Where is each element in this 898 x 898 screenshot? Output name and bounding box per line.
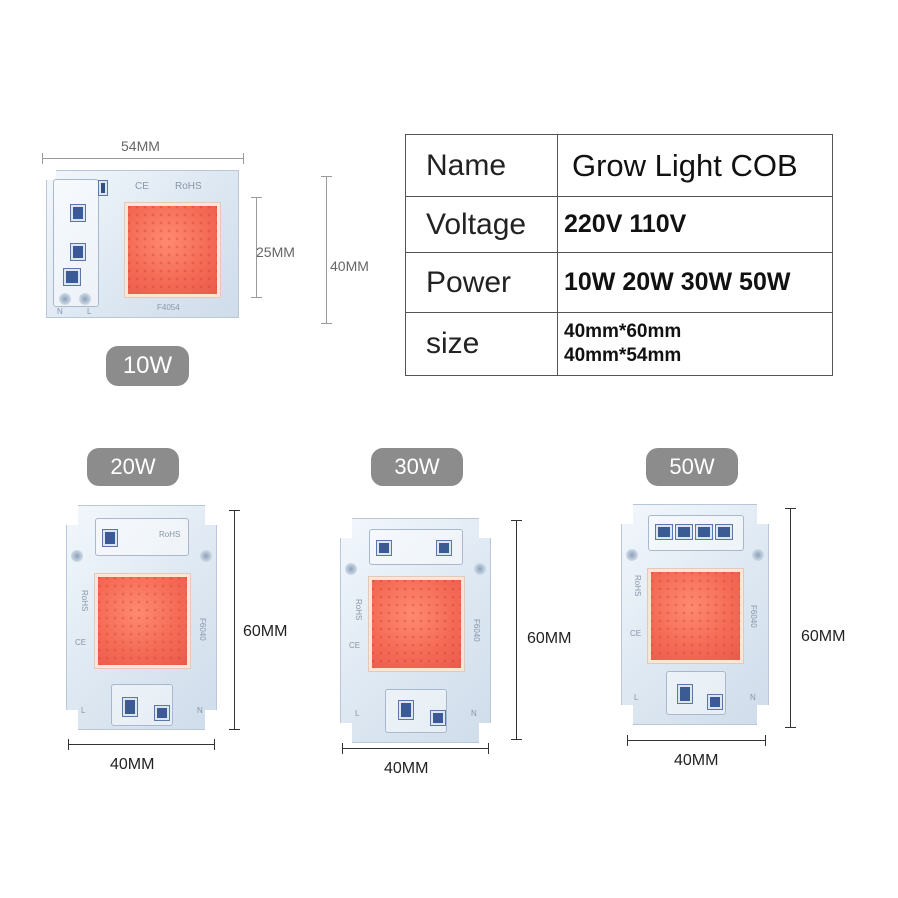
led-chip-50w [648,569,743,663]
width-line-50w [627,735,766,746]
rohs-mark: RoHS [159,530,181,539]
spec-value: 40mm*60mm 40mm*54mm [557,312,833,376]
capacitor [431,711,445,725]
rohs-side-mark: RoHS [354,599,363,621]
top-pad [95,518,189,556]
rectifier [399,701,413,719]
mount-hole [345,563,357,575]
spec-label: Voltage [405,196,558,253]
top-chip-height-line [251,197,262,298]
terminal-n-label: N [471,709,477,718]
spec-table: Name Grow Light COB Voltage 220V 110V Po… [405,134,833,376]
top-height-label: 40MM [330,258,369,274]
badge-30w: 30W [371,448,463,486]
width-line-30w [342,743,489,754]
driver-chip-1 [71,205,85,221]
driver-chip [676,525,692,539]
spec-value: 10W 20W 30W 50W [557,252,833,313]
driver-chip [696,525,712,539]
spec-row-voltage: Voltage 220V 110V [405,196,833,253]
top-height-line [321,176,332,324]
terminal-n-label: N [197,706,203,715]
cob-board-30w: RoHS F6040 CE L N [340,518,491,743]
rectifier [123,698,137,716]
led-chip-20w [95,574,190,668]
terminal-l [79,293,91,305]
led-chip-30w [369,577,464,671]
spec-label: size [405,312,558,376]
height-label-50w: 60MM [801,628,846,645]
mount-hole [71,550,83,562]
driver-chip [377,541,391,555]
width-label-20w: 40MM [110,756,155,773]
rohs-mark: RoHS [175,181,202,192]
terminal-n [59,293,71,305]
cob-board-50w: RoHS F6040 CE L N [621,504,769,725]
spec-row-size: size 40mm*60mm 40mm*54mm [405,312,833,376]
spec-value: Grow Light COB [557,134,833,197]
led-chip-10w [125,203,220,297]
capacitor [99,181,107,195]
terminal-l-label: L [87,307,92,316]
badge-20w: 20W [87,448,179,486]
top-width-dimension-line [42,153,244,164]
driver-chip [103,530,117,546]
badge-10w: 10W [106,346,189,386]
capacitor [708,695,722,709]
terminal-n-label: N [750,693,756,702]
ce-mark: CE [75,638,87,647]
top-chip-height-label: 25MM [256,244,295,260]
cob-board-10w: N L CE RoHS F4054 [46,170,239,318]
driver-chip [437,541,451,555]
ce-mark: CE [630,629,642,638]
mount-hole [626,549,638,561]
height-line-20w [229,510,240,730]
rohs-side-mark: RoHS [633,575,642,597]
width-line-20w [68,739,215,750]
width-label-30w: 40MM [384,760,429,777]
spec-value: 220V 110V [557,196,833,253]
mount-hole [752,549,764,561]
capacitor [155,706,169,720]
top-width-label: 54MM [121,138,160,154]
model-mark: F6040 [472,619,481,642]
size-value-1: 40mm*60mm [564,321,682,342]
width-label-50w: 40MM [674,752,719,769]
spec-label: Name [405,134,558,197]
height-line-30w [511,520,522,740]
badge-50w: 50W [646,448,738,486]
model-mark: F6040 [749,605,758,628]
height-line-50w [785,508,796,728]
ce-mark: CE [349,641,361,650]
terminal-l-label: L [81,706,86,715]
height-label-30w: 60MM [527,630,572,647]
spec-row-name: Name Grow Light COB [405,134,833,197]
spec-label: Power [405,252,558,313]
driver-chip [656,525,672,539]
spec-row-power: Power 10W 20W 30W 50W [405,252,833,313]
driver-chip-3 [64,269,80,285]
driver-chip [716,525,732,539]
mount-hole [200,550,212,562]
height-label-20w: 60MM [243,623,288,640]
ce-mark: CE [135,181,149,192]
size-value-2: 40mm*54mm [564,345,682,366]
model-mark: F6040 [198,618,207,641]
terminal-n-label: N [57,307,63,316]
cob-board-20w: RoHS RoHS F6040 CE L N [66,505,217,730]
rohs-side-mark: RoHS [80,590,89,612]
component-area [53,179,99,307]
terminal-l-label: L [355,709,360,718]
driver-chip-2 [71,244,85,260]
mount-hole [474,563,486,575]
terminal-l-label: L [634,693,639,702]
model-mark: F4054 [157,303,180,312]
rectifier [678,685,692,703]
